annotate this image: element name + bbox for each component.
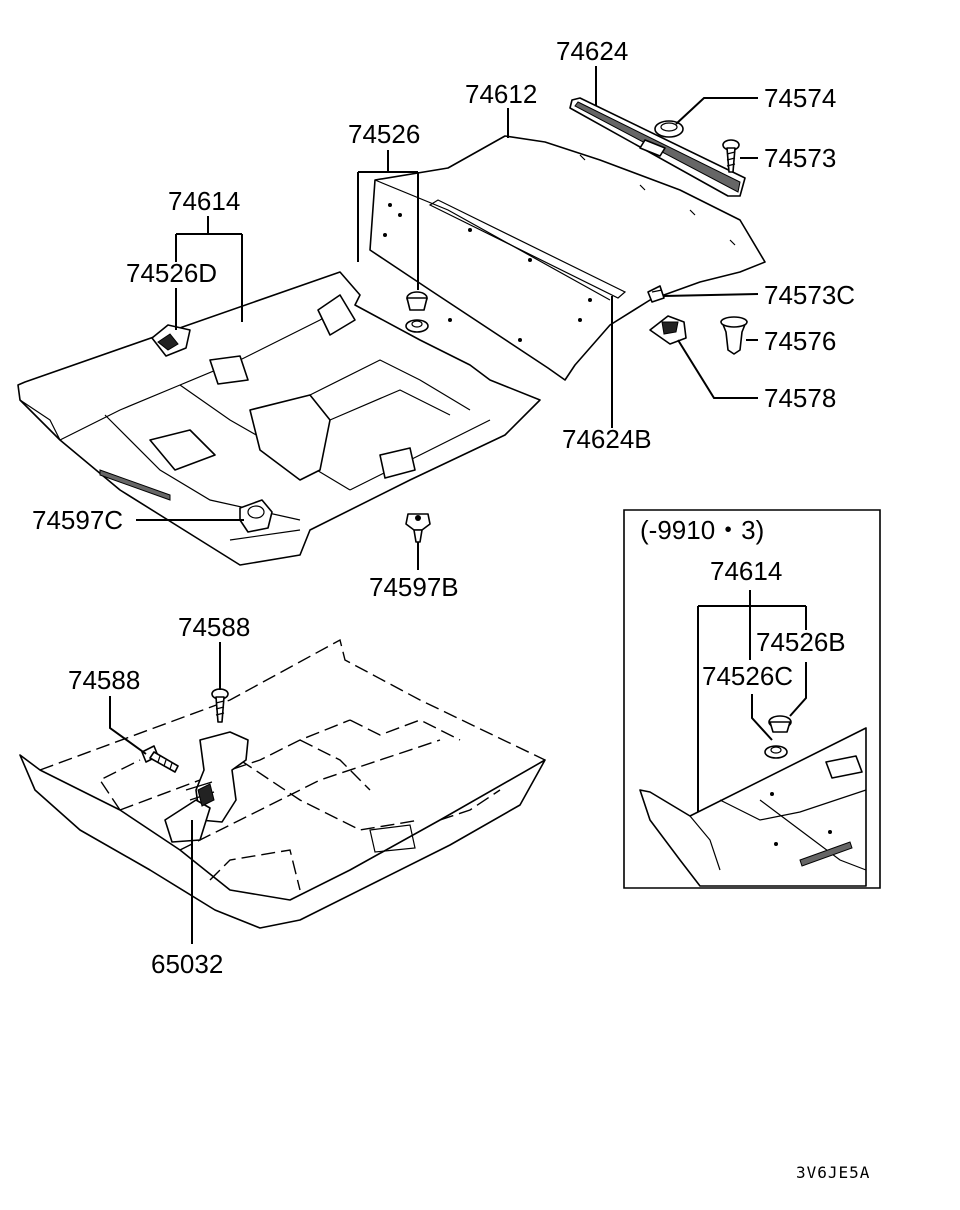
label-74574[interactable]: 74574 (764, 83, 836, 113)
label-74526D[interactable]: 74526D (126, 258, 217, 288)
clip-74573C (647, 285, 665, 303)
bracket-65032 (164, 731, 249, 843)
inset-box: (-9910・3) 74614 74526B 74526C (623, 509, 881, 889)
clip-74574 (654, 120, 684, 138)
label-74526[interactable]: 74526 (348, 119, 420, 149)
screw-74573 (722, 139, 740, 173)
label-74612[interactable]: 74612 (465, 79, 537, 109)
part-labels: 74624 74612 74574 74573 74526 74614 7452… (32, 36, 855, 979)
label-74573[interactable]: 74573 (764, 143, 836, 173)
grommet-74526 (405, 291, 429, 333)
floor-carpet-lower (19, 638, 546, 929)
label-74588-top[interactable]: 74588 (178, 612, 250, 642)
clip-74526D (151, 324, 191, 357)
label-65032[interactable]: 65032 (151, 949, 223, 979)
label-74588-left[interactable]: 74588 (68, 665, 140, 695)
inset-label-74526B[interactable]: 74526B (756, 627, 846, 657)
label-74624B[interactable]: 74624B (562, 424, 652, 454)
diagram-code: 3V6JE5A (796, 1163, 870, 1182)
grommet-74576 (720, 316, 748, 355)
label-74573C[interactable]: 74573C (764, 280, 855, 310)
label-74576[interactable]: 74576 (764, 326, 836, 356)
grommet-74578 (649, 315, 687, 345)
inset-date-range: (-9910・3) (640, 515, 764, 545)
label-74597B[interactable]: 74597B (369, 572, 459, 602)
label-74597C[interactable]: 74597C (32, 505, 123, 535)
screw-74588-top (211, 688, 229, 723)
label-74614[interactable]: 74614 (168, 186, 240, 216)
label-74624[interactable]: 74624 (556, 36, 628, 66)
clip-74597B (405, 513, 431, 543)
floor-carpet-74614 (17, 271, 541, 566)
inset-grommet-74526B (768, 715, 792, 733)
bolt-74588-left (141, 745, 179, 773)
leader-lines (109, 66, 759, 944)
inset-label-74526C[interactable]: 74526C (702, 661, 793, 691)
inset-grommet-74526C (764, 745, 788, 759)
label-74578[interactable]: 74578 (764, 383, 836, 413)
trim-strip-74624 (569, 97, 746, 197)
inset-carpet-detail (639, 727, 867, 887)
rear-floor-panel-74612 (369, 135, 766, 381)
inset-label-74614[interactable]: 74614 (710, 556, 782, 586)
